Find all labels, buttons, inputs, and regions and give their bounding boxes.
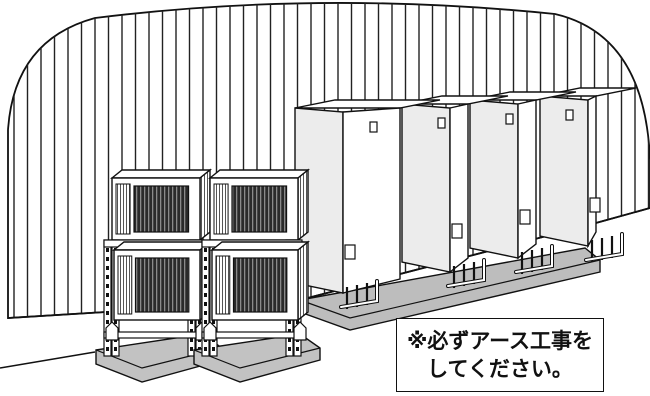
- heat-pump-units: [95, 168, 321, 383]
- storage-tank: [401, 95, 509, 288]
- ground-line: [0, 351, 96, 369]
- grounding-notice: ※必ずアース工事を してください。: [396, 318, 604, 392]
- storage-tank: [539, 87, 637, 262]
- notice-line-2: してください。: [427, 357, 573, 381]
- notice-line-1: ※必ずアース工事を: [406, 329, 594, 353]
- heat-pump-stack: [193, 168, 321, 383]
